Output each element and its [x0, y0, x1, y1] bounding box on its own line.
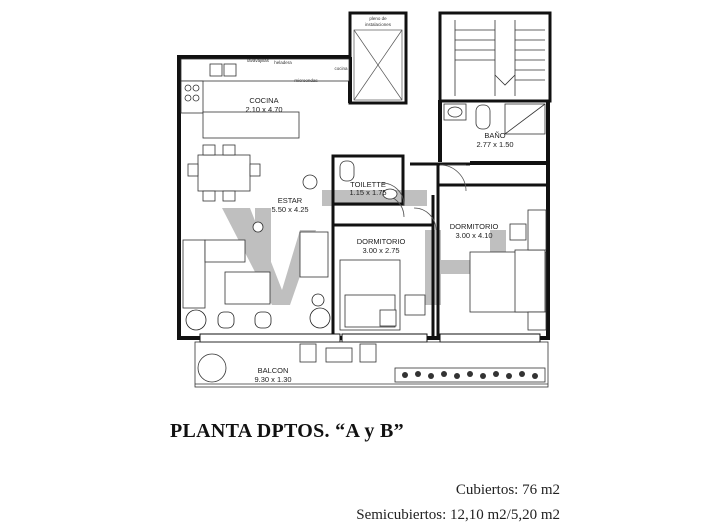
room-name-toilette: TOILETTE: [350, 180, 386, 189]
floor-plan: lavavajillas heladera microondas cocina …: [177, 11, 552, 388]
room-name-balcon: BALCON: [258, 366, 289, 375]
living-plants: [185, 293, 331, 331]
plenum-label-line2: instalaciones: [365, 22, 392, 27]
balcony-planter: [402, 371, 538, 379]
plan-title: PLANTA DPTOS. “A y B”: [170, 420, 404, 442]
room-name-bano: BAÑO: [484, 131, 505, 140]
area-summary: Cubiertos: 76 m2 Semicubiertos: 12,10 m2…: [356, 478, 560, 528]
toilette-fixtures: [339, 160, 398, 200]
kitchen-label-4: cocina: [334, 66, 348, 71]
room-name-dormitorio1: DORMITORIO: [357, 237, 406, 246]
bath-fixtures: [443, 103, 546, 135]
bedroom1-furniture: [339, 259, 426, 331]
staircase: [454, 20, 545, 96]
room-dims-toilette: 1.15 x 1.75: [349, 188, 386, 197]
room-dims-dormitorio1: 3.00 x 2.75: [362, 246, 399, 255]
room-dims-estar: 5.50 x 4.25: [271, 205, 308, 214]
room-dims-balcon: 9.30 x 1.30: [254, 375, 291, 384]
dining-set: [187, 144, 261, 202]
room-dims-cocina: 2.10 x 4.70: [245, 105, 282, 114]
bedroom2-furniture: [469, 209, 547, 331]
area-cubiertos: Cubiertos: 76 m2: [455, 482, 560, 498]
windows: [199, 333, 541, 343]
balcony: [194, 341, 549, 388]
room-dims-bano: 2.77 x 1.50: [476, 140, 513, 149]
plenum-label-line1: pleno de: [369, 16, 387, 21]
room-name-dormitorio2: DORMITORIO: [450, 222, 499, 231]
room-dims-dormitorio2: 3.00 x 4.10: [455, 231, 492, 240]
kitchen-fixtures: [180, 58, 350, 139]
area-semicubiertos: Semicubiertos: 12,10 m2/5,20 m2: [356, 507, 560, 523]
kitchen-label-1: lavavajillas: [247, 58, 270, 63]
room-name-cocina: COCINA: [249, 96, 278, 105]
living-furniture: [182, 174, 329, 309]
kitchen-label-3: microondas: [294, 78, 318, 83]
plenum-shaft: [353, 29, 403, 101]
room-name-estar: ESTAR: [278, 196, 303, 205]
kitchen-label-2: heladera: [274, 60, 292, 65]
